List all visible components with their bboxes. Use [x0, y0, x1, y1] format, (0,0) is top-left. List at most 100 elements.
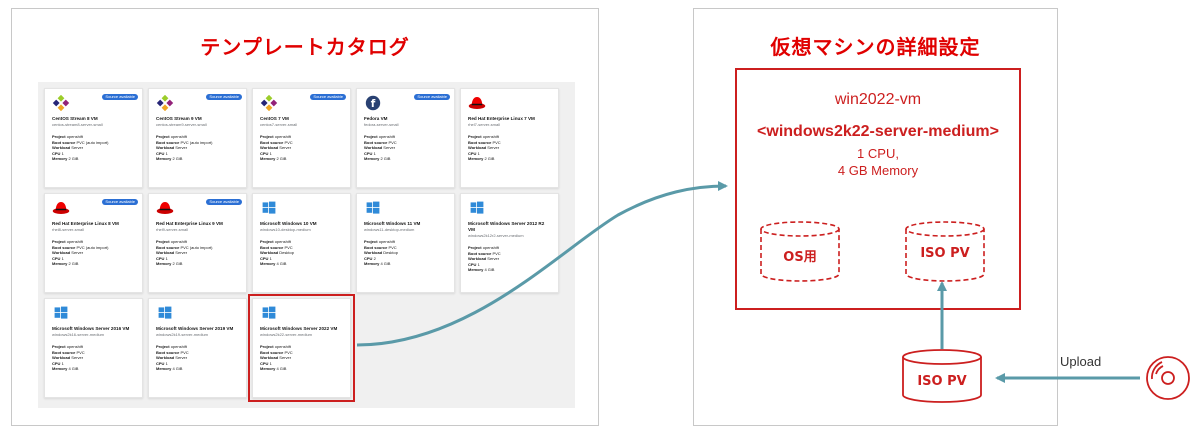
template-boot-source-row: Boot source PVC	[156, 349, 189, 355]
template-boot-source-row: Boot source PVC (auto import)	[52, 139, 109, 145]
template-workload-row: Workload Server	[52, 355, 84, 361]
upload-label: Upload	[1060, 354, 1102, 369]
template-slug: windows2k22-server-medium	[260, 332, 313, 337]
template-project-row: Project openshift	[52, 239, 83, 244]
template-workload-row: Workload Server	[156, 355, 188, 361]
template-memory-row: Memory 4 GiB	[260, 366, 287, 372]
svg-text:f: f	[371, 98, 376, 110]
source-available-badge: Source available	[414, 94, 450, 100]
template-boot-source-row: Boot source PVC (auto import)	[156, 244, 213, 250]
template-boot-source-row: Boot source PVC (auto import)	[156, 139, 213, 145]
template-workload-row: Workload Server	[156, 250, 188, 256]
template-slug: windows2k12r2-server-medium	[468, 233, 524, 238]
source-available-badge: Source available	[206, 94, 242, 100]
template-project-row: Project openshift	[156, 134, 187, 139]
windows-logo-icon	[260, 305, 344, 321]
vm-cpu-spec: 1 CPU,	[857, 146, 899, 161]
template-boot-source-row: Boot source PVC	[260, 349, 293, 355]
template-slug: rhel9-server-small	[156, 227, 189, 232]
template-cpu-row: CPU 1	[156, 360, 168, 366]
template-memory-row: Memory 4 GiB	[52, 366, 79, 372]
template-name: CentOS 7 VM	[260, 116, 289, 121]
template-project-row: Project openshift	[260, 134, 291, 139]
windows-logo-icon	[468, 200, 552, 216]
template-memory-row: Memory 2 GiB	[52, 156, 79, 162]
template-boot-source-row: Boot source PVC	[260, 244, 293, 250]
template-slug: windows10-desktop-medium	[260, 227, 311, 232]
template-boot-source-row: Boot source PVC	[260, 139, 293, 145]
template-name: Red Hat Enterprise Linux 8 VM	[52, 221, 119, 226]
vm-detail-panel: 仮想マシンの詳細設定	[693, 8, 1058, 426]
os-disk-label: OS用	[783, 250, 817, 265]
template-name: CentOS Stream 8 VM	[52, 116, 98, 121]
template-name: Red Hat Enterprise Linux 7 VM	[468, 116, 535, 121]
template-cpu-row: CPU 1	[260, 360, 272, 366]
template-catalog-title: テンプレートカタログ	[200, 35, 410, 59]
template-slug: windows11-desktop-medium	[364, 227, 415, 232]
template-cpu-row: CPU 1	[52, 150, 64, 156]
template-cpu-row: CPU 1	[52, 255, 64, 261]
uploaded-iso-pv-label: ISO PV	[917, 374, 967, 389]
template-memory-row: Memory 2 GiB	[364, 156, 391, 162]
source-available-badge: Source available	[310, 94, 346, 100]
template-slug: fedora-server-small	[364, 122, 399, 127]
template-project-row: Project openshift	[260, 344, 291, 349]
template-memory-row: Memory 4 GiB	[156, 366, 183, 372]
template-name: Red Hat Enterprise Linux 9 VM	[156, 221, 223, 226]
template-project-row: Project openshift	[52, 344, 83, 349]
template-cpu-row: CPU 1	[260, 150, 272, 156]
template-name: Microsoft Windows Server 2012 R2 VM	[468, 221, 545, 232]
vm-memory-spec: 4 GB Memory	[837, 163, 919, 178]
fedora-logo-icon: f	[364, 95, 448, 111]
centos-logo-icon	[156, 95, 240, 111]
template-boot-source-row: Boot source PVC (auto import)	[52, 244, 109, 250]
centos-logo-icon	[260, 95, 344, 111]
vm-name: win2022-vm	[834, 91, 922, 108]
template-cpu-row: CPU 1	[156, 255, 168, 261]
iso-pv-label: ISO PV	[920, 246, 970, 261]
template-name: Microsoft Windows Server 2022 VM	[260, 326, 338, 331]
redhat-logo-icon	[468, 95, 552, 111]
template-boot-source-row: Boot source PVC	[52, 349, 85, 355]
template-slug: rhel7-server-small	[468, 122, 501, 127]
template-slug: windows2k19-server-medium	[156, 332, 209, 337]
template-boot-source-row: Boot source PVC	[364, 139, 397, 145]
vm-box	[735, 68, 1021, 310]
template-memory-row: Memory 4 GiB	[260, 261, 287, 267]
source-available-badge: Source available	[206, 199, 242, 205]
template-name: Fedora VM	[364, 116, 388, 121]
template-workload-row: Workload Server	[260, 145, 292, 151]
template-memory-row: Memory 2 GiB	[260, 156, 287, 162]
windows-logo-icon	[156, 305, 240, 321]
template-workload-row: Workload Server	[468, 145, 500, 151]
template-name: Microsoft Windows 10 VM	[260, 221, 317, 226]
template-slug: rhel8-server-small	[52, 227, 85, 232]
template-slug: windows2k16-server-medium	[52, 332, 105, 337]
template-project-row: Project openshift	[156, 344, 187, 349]
windows-logo-icon	[52, 305, 136, 321]
disc-icon	[1146, 356, 1190, 400]
template-workload-row: Workload Server	[156, 145, 188, 151]
template-memory-row: Memory 2 GiB	[156, 156, 183, 162]
template-memory-row: Memory 4 GiB	[364, 261, 391, 267]
template-memory-row: Memory 2 GiB	[156, 261, 183, 267]
source-available-badge: Source available	[102, 199, 138, 205]
template-slug: centos-stream8-server-small	[52, 122, 103, 127]
template-memory-row: Memory 2 GiB	[468, 156, 495, 162]
